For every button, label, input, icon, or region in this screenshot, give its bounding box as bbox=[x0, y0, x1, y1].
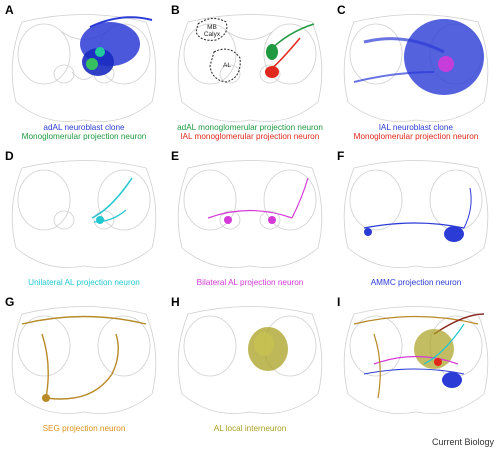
panel-letter: H bbox=[171, 295, 180, 309]
panel-letter: C bbox=[337, 3, 346, 17]
panel-letter: B bbox=[171, 3, 180, 17]
brain-outline-a bbox=[11, 14, 157, 122]
panel-g: G SEG projection neuron bbox=[2, 294, 166, 434]
brain-outline-i bbox=[343, 306, 489, 414]
panel-letter: D bbox=[5, 149, 14, 163]
panel-e: E Bilateral AL projection neuron bbox=[168, 148, 332, 288]
panel-a: A adAL neuroblast clone Monoglomerular p… bbox=[2, 2, 166, 142]
panel-letter: G bbox=[5, 295, 15, 309]
panel-h: H AL local interneuron bbox=[168, 294, 332, 434]
panel-b-caption-1: adAL monoglomerular projection neuron bbox=[177, 123, 323, 132]
brain-outline-d bbox=[11, 160, 157, 268]
panel-f: F AMMC projection neuron bbox=[334, 148, 498, 288]
panel-e-caption-1: Bilateral AL projection neuron bbox=[196, 278, 304, 287]
panel-a-caption-2: Monoglomerular projection neuron bbox=[21, 132, 147, 141]
panel-d: D Unilateral AL projection neuron bbox=[2, 148, 166, 288]
panel-h-caption-1: AL local interneuron bbox=[213, 424, 287, 433]
panel-c: C lAL neuroblast clone Monoglomerular pr… bbox=[334, 2, 498, 142]
brain-outline-f bbox=[343, 160, 489, 268]
brain-outline-e bbox=[177, 160, 323, 268]
panel-letter: A bbox=[5, 3, 14, 17]
journal-credit: Current Biology bbox=[431, 437, 494, 447]
panel-c-caption-1: lAL neuroblast clone bbox=[379, 123, 453, 132]
mb-calyx-label: MB Calyx bbox=[198, 24, 226, 38]
panel-letter: I bbox=[337, 295, 341, 309]
brain-outline-g bbox=[11, 306, 157, 414]
panel-letter: E bbox=[171, 149, 180, 163]
panel-d-caption-1: Unilateral AL projection neuron bbox=[28, 278, 140, 287]
mb-label: MB bbox=[207, 24, 217, 31]
panel-a-caption-1: adAL neuroblast clone bbox=[43, 123, 125, 132]
panel-i: I bbox=[334, 294, 498, 434]
brain-outline-c bbox=[343, 14, 489, 122]
panel-b-caption-2: lAL monoglomerular projection neuron bbox=[180, 132, 320, 141]
panel-c-caption-2: Monoglomerular projection neuron bbox=[353, 132, 479, 141]
panel-b: MB Calyx AL B adAL monoglomerular projec… bbox=[168, 2, 332, 142]
al-label: AL bbox=[223, 62, 231, 69]
calyx-label: Calyx bbox=[203, 31, 221, 38]
brain-outline-b bbox=[177, 14, 323, 122]
panel-g-caption-1: SEG projection neuron bbox=[42, 424, 126, 433]
panel-letter: F bbox=[337, 149, 345, 163]
brain-outline-h bbox=[177, 306, 323, 414]
panel-f-caption-1: AMMC projection neuron bbox=[370, 278, 462, 287]
